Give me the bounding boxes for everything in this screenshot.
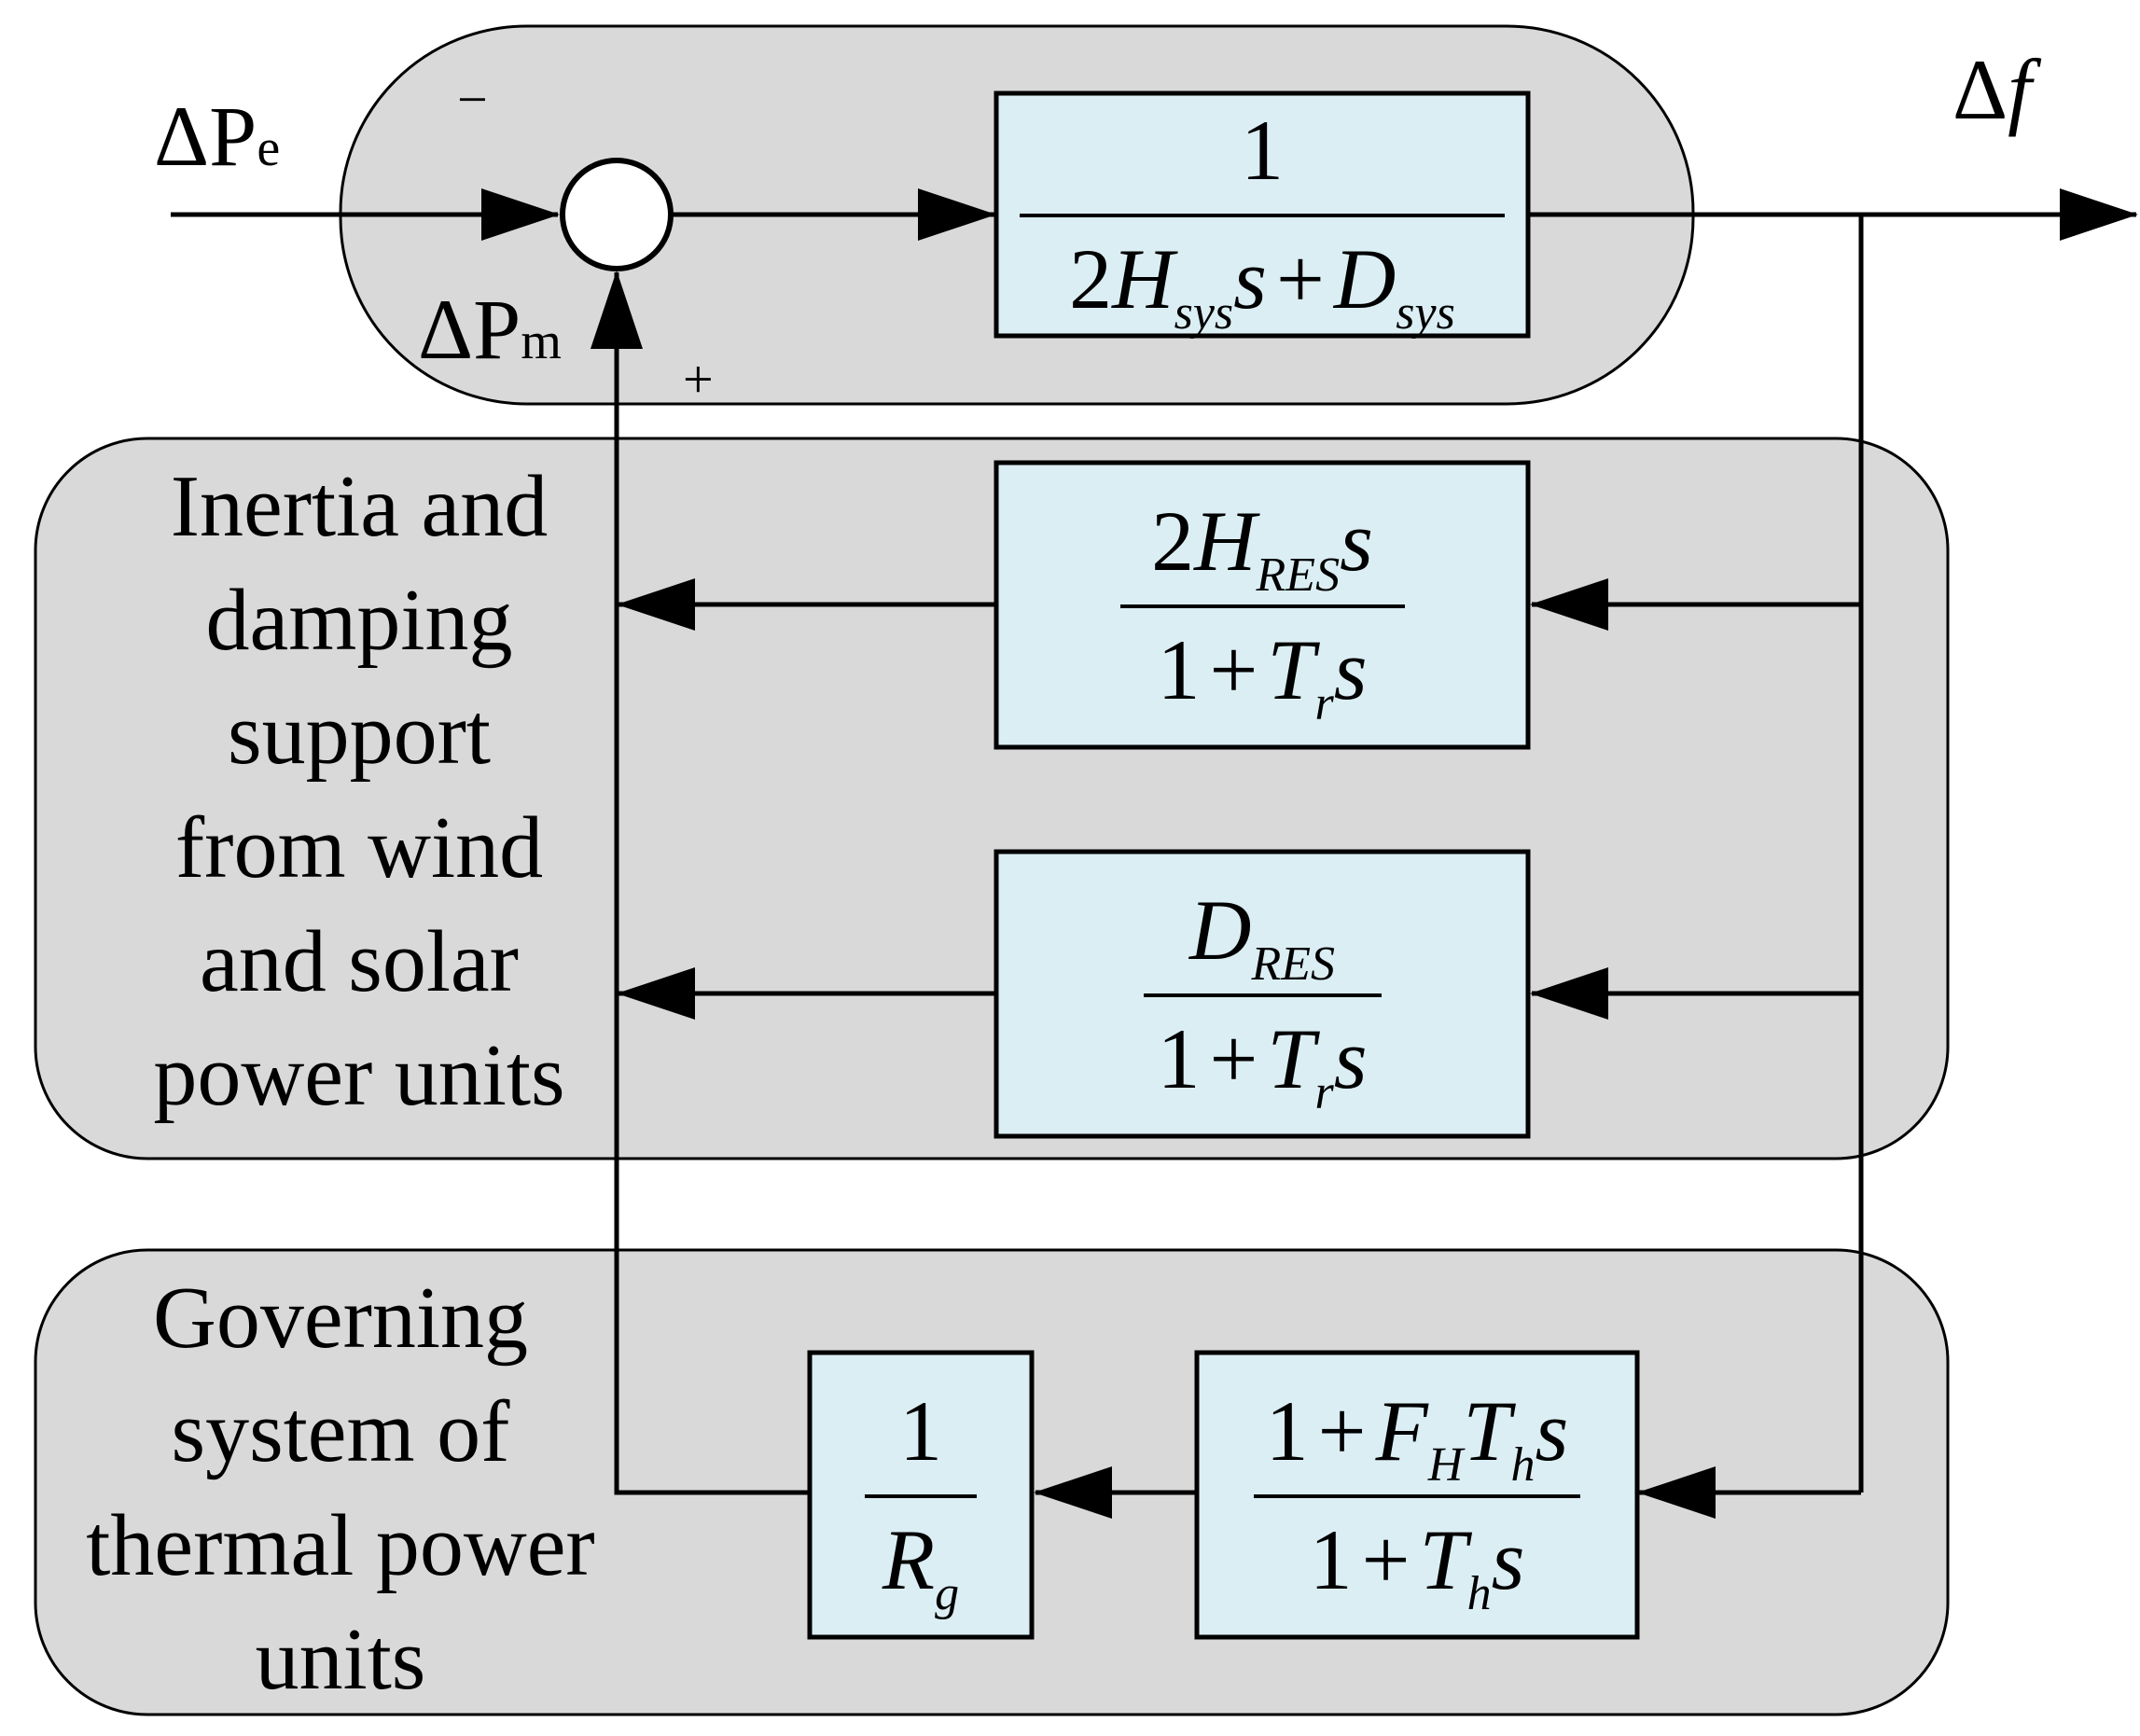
renewable-group-label: Inertia and damping support from wind an… [153, 458, 565, 1124]
delta-pm-return-line [591, 271, 810, 1495]
governor-fraction-bar [865, 1493, 977, 1498]
governor-numerator: 1 [899, 1382, 942, 1479]
turbine-fraction-bar [1254, 1493, 1580, 1498]
minus-sign: − [457, 69, 488, 130]
delta-f-var: f [2008, 42, 2032, 137]
thermal-group-label: Governing system of thermal power units [86, 1270, 595, 1708]
damping-fraction-bar [1143, 993, 1382, 997]
delta-f-delta: Δ [1952, 42, 2008, 137]
delta-f-label: Δf [1952, 47, 2032, 132]
delta-pe-label: ΔPe [154, 93, 280, 179]
delta-pe-main: ΔP [154, 89, 257, 184]
delta-pm-main: ΔP [418, 282, 521, 377]
delta-pm-label: ΔPm [418, 286, 562, 372]
delta-pe-sub: e [257, 119, 281, 177]
summing-junction [560, 158, 674, 271]
delta-pm-sub: m [521, 312, 562, 370]
system-fraction-bar [1020, 214, 1505, 217]
system-numerator: 1 [1241, 103, 1284, 198]
inertia-fraction-bar [1119, 604, 1405, 608]
plus-sign: + [683, 349, 714, 410]
